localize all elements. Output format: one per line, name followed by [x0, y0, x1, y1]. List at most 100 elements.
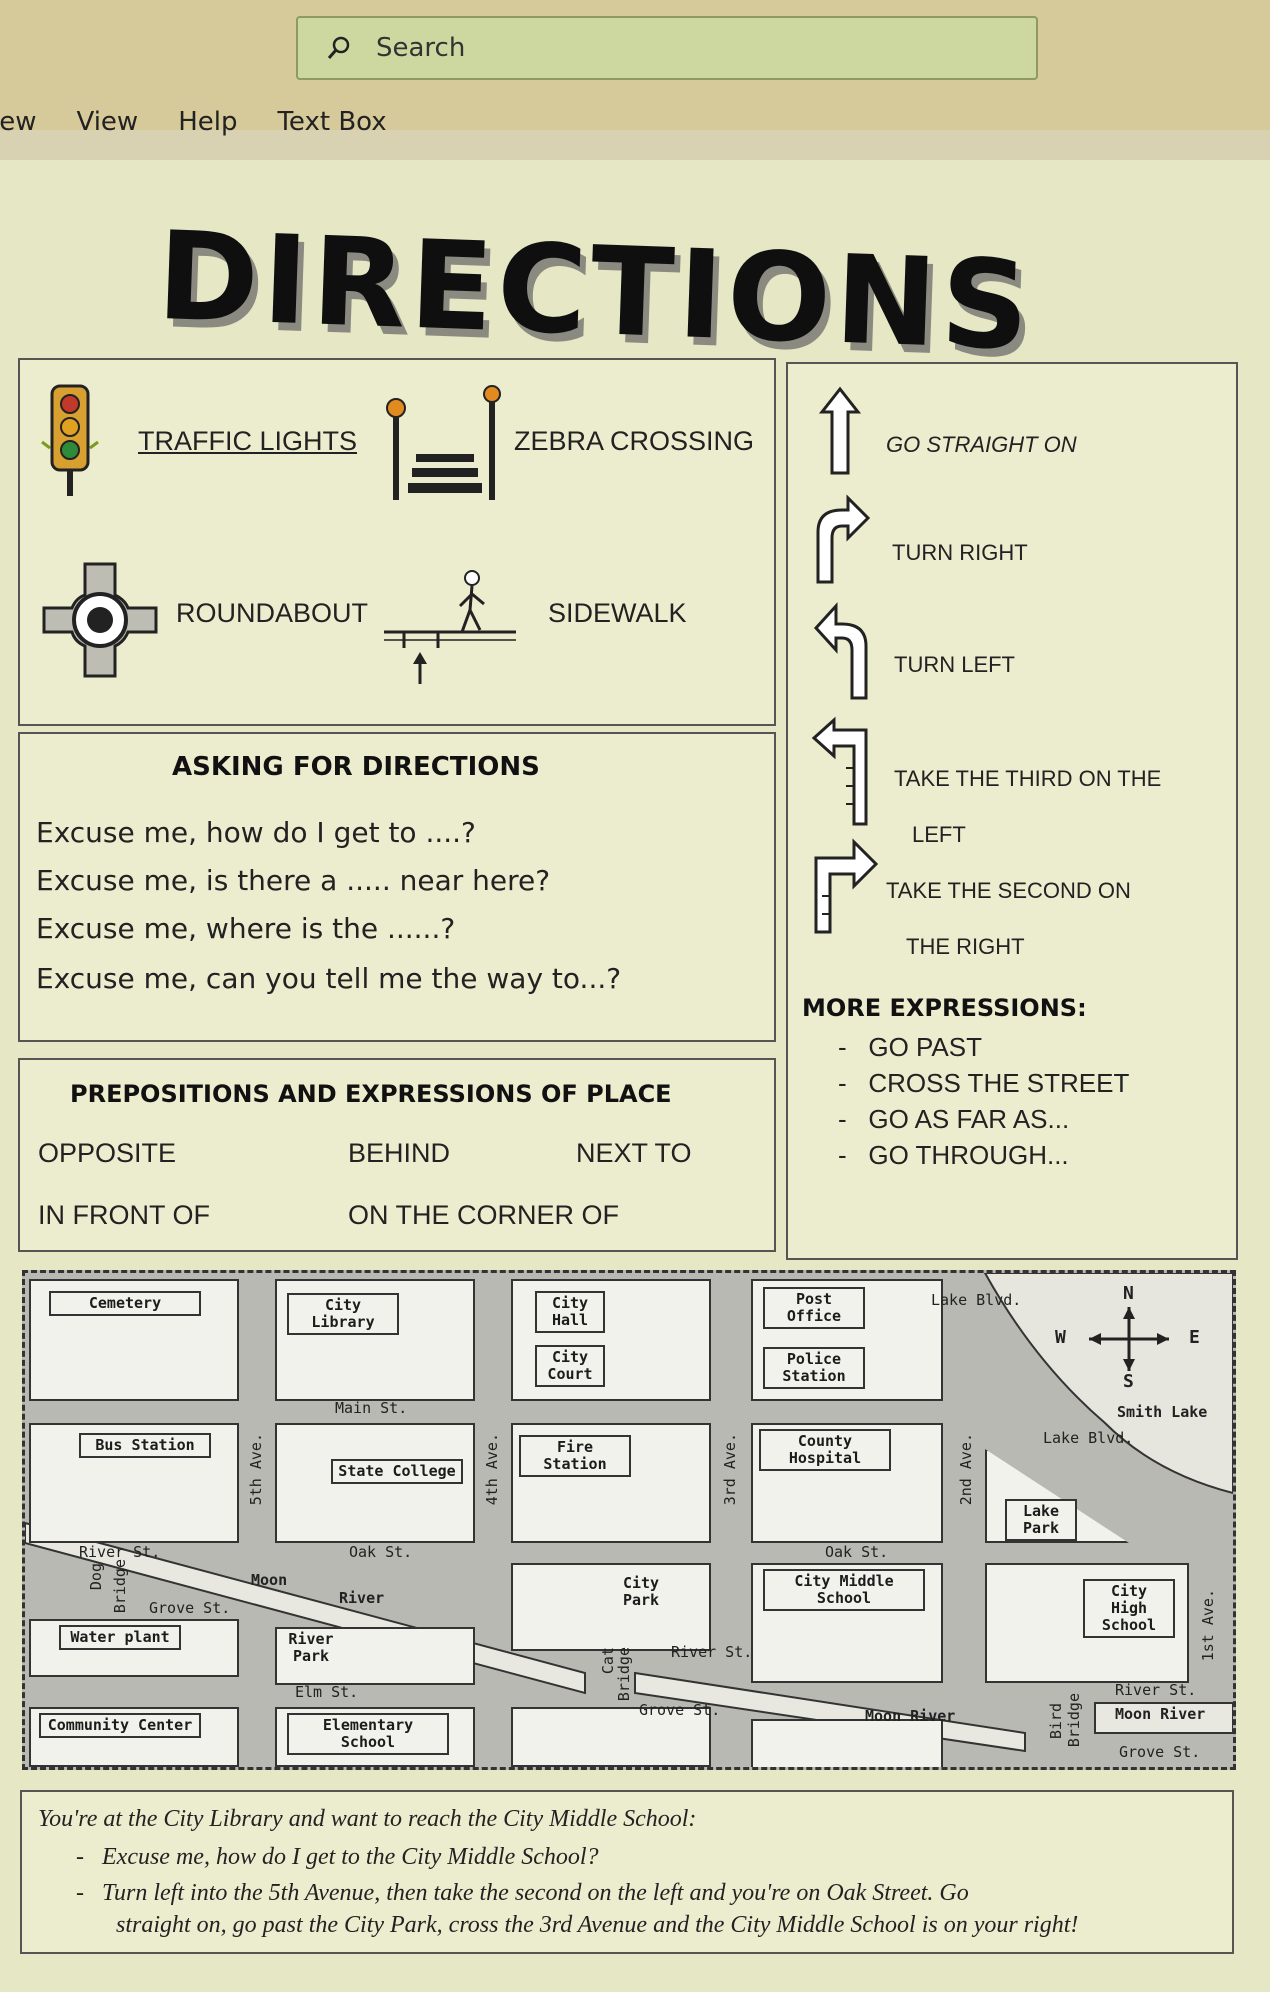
example-box: You're at the City Library and want to r… — [20, 1790, 1234, 1954]
street-label: Grove St. — [1119, 1743, 1201, 1761]
go-straight-label: GO STRAIGHT ON — [886, 432, 1077, 457]
more-expression-item: - GO THROUGH... — [838, 1140, 1069, 1170]
street-label: Oak St. — [349, 1543, 413, 1561]
map-place-community: Community Center — [39, 1713, 201, 1738]
map-place-high-school: City High School — [1083, 1579, 1175, 1638]
street-label: Lake Blvd. — [1043, 1429, 1134, 1447]
street-label: Main St. — [335, 1399, 408, 1417]
map-place-water-plant: Water plant — [59, 1625, 181, 1650]
turn-right-icon — [816, 494, 871, 584]
more-expression-text: GO AS FAR AS... — [868, 1104, 1070, 1134]
asking-phrase: Excuse me, can you tell me the way to...… — [36, 962, 622, 995]
street-label: River St. — [1115, 1681, 1197, 1699]
street-label: 5th Ave. — [247, 1433, 265, 1506]
example-answer-line-1: Turn left into the 5th Avenue, then take… — [102, 1880, 969, 1906]
map-place-police: Police Station — [763, 1347, 865, 1389]
map-place-state-college: State College — [331, 1459, 463, 1484]
zebra-crossing-icon — [386, 385, 501, 500]
third-left-label-1: TAKE THE THIRD ON THE — [894, 766, 1162, 791]
street-label: 2nd Ave. — [957, 1433, 975, 1506]
block — [511, 1707, 711, 1767]
street-label: 4th Ave. — [483, 1433, 501, 1506]
street-label: 1st Ave. — [1199, 1589, 1217, 1662]
preposition-item: ON THE CORNER OF — [348, 1200, 620, 1230]
traffic-lights-label: TRAFFIC LIGHTS — [138, 426, 358, 456]
traffic-light-icon — [41, 384, 99, 496]
third-left-label-2: LEFT — [912, 822, 966, 847]
turn-left-label: TURN LEFT — [894, 652, 1015, 677]
prepositions-heading: PREPOSITIONS AND EXPRESSIONS OF PLACE — [70, 1080, 672, 1108]
compass-n: N — [1123, 1283, 1134, 1304]
compass-icon — [1089, 1307, 1169, 1371]
vocabulary-box: TRAFFIC LIGHTS ZEBRA CROSSING ROUNDABOUT… — [18, 358, 776, 726]
map-place-lake-park: Lake Park — [1005, 1499, 1077, 1541]
compass-w: W — [1055, 1327, 1066, 1348]
sidewalk-icon — [384, 570, 516, 684]
more-expression-item: - GO AS FAR AS... — [838, 1104, 1070, 1134]
map-place-post-office: Post Office — [763, 1287, 865, 1329]
map-place-elementary: Elementary School — [287, 1713, 449, 1755]
preposition-item: OPPOSITE — [38, 1138, 177, 1168]
street-label: Grove St. — [149, 1599, 231, 1617]
search-placeholder: Search — [376, 33, 466, 63]
example-question: Excuse me, how do I get to the City Midd… — [102, 1844, 599, 1870]
street-label: Bird — [1047, 1703, 1065, 1740]
map-place-fire: Fire Station — [519, 1435, 631, 1477]
preposition-item: NEXT TO — [576, 1138, 692, 1168]
menu-text-box[interactable]: Text Box — [277, 107, 387, 137]
turn-right-label: TURN RIGHT — [892, 540, 1028, 565]
menu-bar: iew View Help Text Box — [0, 100, 427, 144]
street-label: Smith Lake — [1117, 1403, 1208, 1421]
turn-left-icon — [813, 602, 868, 700]
asking-phrase: Excuse me, is there a ..... near here? — [36, 864, 551, 897]
more-expressions-heading: MORE EXPRESSIONS: — [802, 994, 1087, 1022]
zebra-crossing-label: ZEBRA CROSSING — [514, 426, 755, 456]
street-label: Bridge — [615, 1647, 633, 1702]
asking-heading: ASKING FOR DIRECTIONS — [172, 752, 540, 782]
second-right-label-2: THE RIGHT — [906, 934, 1025, 959]
street-label: Moon River — [1115, 1705, 1206, 1723]
street-label: Lake Blvd. — [931, 1291, 1022, 1309]
asking-phrase: Excuse me, where is the ......? — [36, 912, 456, 945]
map-place-middle-school: City Middle School — [763, 1569, 925, 1611]
city-map: Cemetery City Library City Hall City Cou… — [22, 1270, 1236, 1770]
menu-view-partial[interactable]: iew — [0, 107, 37, 137]
second-right-icon — [814, 838, 879, 934]
second-right-label-1: TAKE THE SECOND ON — [886, 878, 1131, 903]
prepositions-box: PREPOSITIONS AND EXPRESSIONS OF PLACE OP… — [18, 1058, 776, 1252]
street-label: Bridge — [111, 1559, 129, 1614]
preposition-item: BEHIND — [348, 1138, 451, 1168]
more-expression-item: - CROSS THE STREET — [838, 1068, 1130, 1098]
map-place-river-park: River Park — [288, 1630, 334, 1665]
block — [275, 1627, 475, 1685]
top-bar: Search iew View Help Text Box — [0, 0, 1270, 137]
arrow-up-icon — [818, 386, 862, 475]
street-label: Dog — [87, 1563, 105, 1591]
asking-phrase: Excuse me, how do I get to ....? — [36, 816, 476, 849]
roundabout-label: ROUNDABOUT — [176, 598, 369, 628]
map-place-library: City Library — [287, 1293, 399, 1335]
example-answer-line-2: straight on, go past the City Park, cros… — [116, 1912, 1079, 1938]
block — [751, 1719, 943, 1767]
street-label: Moon — [251, 1571, 288, 1589]
street-label: 3rd Ave. — [721, 1433, 739, 1506]
menu-view[interactable]: View — [76, 107, 139, 137]
street-label: Grove St. — [639, 1701, 721, 1719]
search-icon — [327, 36, 350, 59]
preposition-item: IN FRONT OF — [38, 1200, 210, 1230]
map-place-city-park: City Park — [599, 1573, 683, 1611]
map-place-cemetery: Cemetery — [49, 1291, 201, 1316]
map-place-bus: Bus Station — [79, 1433, 211, 1458]
more-expression-text: GO THROUGH... — [868, 1140, 1069, 1170]
more-expression-text: CROSS THE STREET — [868, 1068, 1130, 1098]
street-label: Bridge — [1065, 1693, 1083, 1748]
menu-help[interactable]: Help — [178, 107, 238, 137]
sidewalk-label: SIDEWALK — [548, 598, 687, 628]
compass-e: E — [1189, 1327, 1200, 1348]
roundabout-icon — [42, 562, 158, 678]
directions-box: GO STRAIGHT ON TURN RIGHT TURN LEFT TAKE… — [786, 362, 1238, 1260]
compass-s: S — [1123, 1371, 1134, 1392]
search-box[interactable]: Search — [296, 16, 1038, 80]
third-left-icon — [811, 716, 868, 826]
street-label: Elm St. — [295, 1683, 359, 1701]
